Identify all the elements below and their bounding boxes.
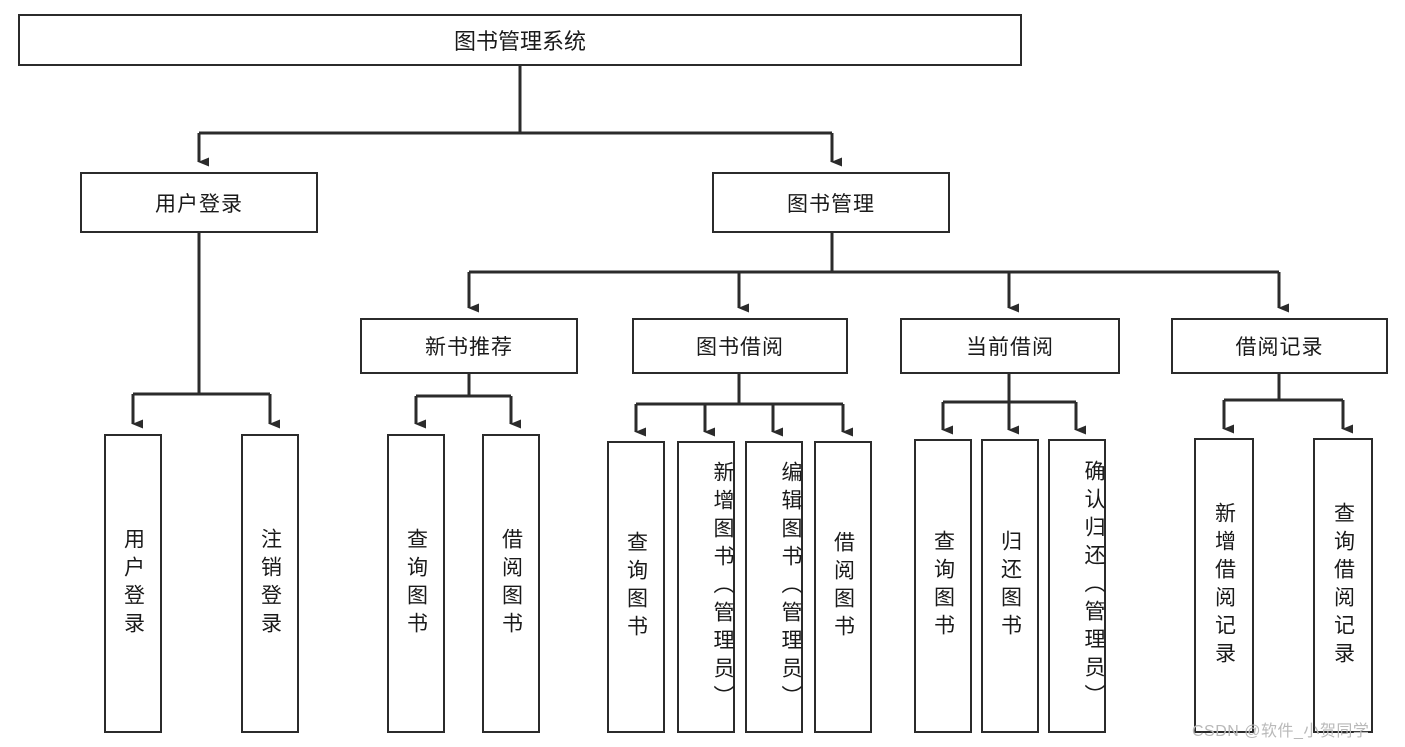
leaf-user-login[interactable]: 用户登录 bbox=[104, 434, 162, 733]
csdn-watermark: CSDN @软件_小贺同学 bbox=[1192, 723, 1370, 740]
node-book-borrow[interactable]: 图书借阅 bbox=[632, 318, 848, 374]
node-new-book-recommend[interactable]: 新书推荐 bbox=[360, 318, 578, 374]
node-user-login[interactable]: 用户登录 bbox=[80, 172, 318, 233]
node-label: 借阅图书 bbox=[499, 527, 523, 640]
leaf-query-book-1[interactable]: 查询图书 bbox=[387, 434, 445, 733]
leaf-query-book-2[interactable]: 查询图书 bbox=[607, 441, 665, 733]
leaf-query-book-3[interactable]: 查询图书 bbox=[914, 439, 972, 733]
node-label: 注销登录 bbox=[258, 527, 282, 640]
node-label: 当前借阅 bbox=[966, 336, 1054, 359]
leaf-query-borrow-record[interactable]: 查询借阅记录 bbox=[1313, 438, 1373, 733]
node-label: 借阅记录 bbox=[1235, 336, 1324, 359]
leaf-logout[interactable]: 注销登录 bbox=[241, 434, 299, 733]
leaf-add-borrow-record[interactable]: 新增借阅记录 bbox=[1194, 438, 1254, 733]
node-root[interactable]: 图书管理系统 bbox=[18, 14, 1022, 66]
node-label: 编辑图书（管理员） bbox=[779, 461, 802, 713]
leaf-edit-book[interactable]: 编辑图书（管理员） bbox=[745, 441, 803, 733]
node-borrow-record[interactable]: 借阅记录 bbox=[1171, 318, 1388, 374]
node-label: 图书管理 bbox=[787, 192, 875, 216]
node-label: 图书借阅 bbox=[696, 336, 784, 359]
leaf-confirm-return[interactable]: 确认归还（管理员） bbox=[1048, 439, 1106, 733]
node-label: 查询图书 bbox=[931, 530, 955, 642]
node-book-manage[interactable]: 图书管理 bbox=[712, 172, 950, 233]
node-label: 借阅图书 bbox=[831, 531, 855, 643]
node-label: 确认归还（管理员） bbox=[1082, 460, 1105, 712]
leaf-borrow-book-1[interactable]: 借阅图书 bbox=[482, 434, 540, 733]
node-label: 新增借阅记录 bbox=[1212, 501, 1236, 670]
node-label: 查询图书 bbox=[404, 527, 428, 640]
node-label: 查询图书 bbox=[624, 531, 648, 643]
node-label: 新增图书（管理员） bbox=[711, 461, 734, 713]
node-label: 用户登录 bbox=[121, 527, 145, 640]
node-label: 查询借阅记录 bbox=[1331, 501, 1355, 670]
leaf-borrow-book-2[interactable]: 借阅图书 bbox=[814, 441, 872, 733]
leaf-add-book[interactable]: 新增图书（管理员） bbox=[677, 441, 735, 733]
node-current-borrow[interactable]: 当前借阅 bbox=[900, 318, 1120, 374]
node-label: 用户登录 bbox=[155, 192, 243, 216]
leaf-return-book[interactable]: 归还图书 bbox=[981, 439, 1039, 733]
node-label: 归还图书 bbox=[998, 530, 1022, 642]
node-label: 图书管理系统 bbox=[453, 29, 586, 54]
node-label: 新书推荐 bbox=[425, 336, 513, 359]
